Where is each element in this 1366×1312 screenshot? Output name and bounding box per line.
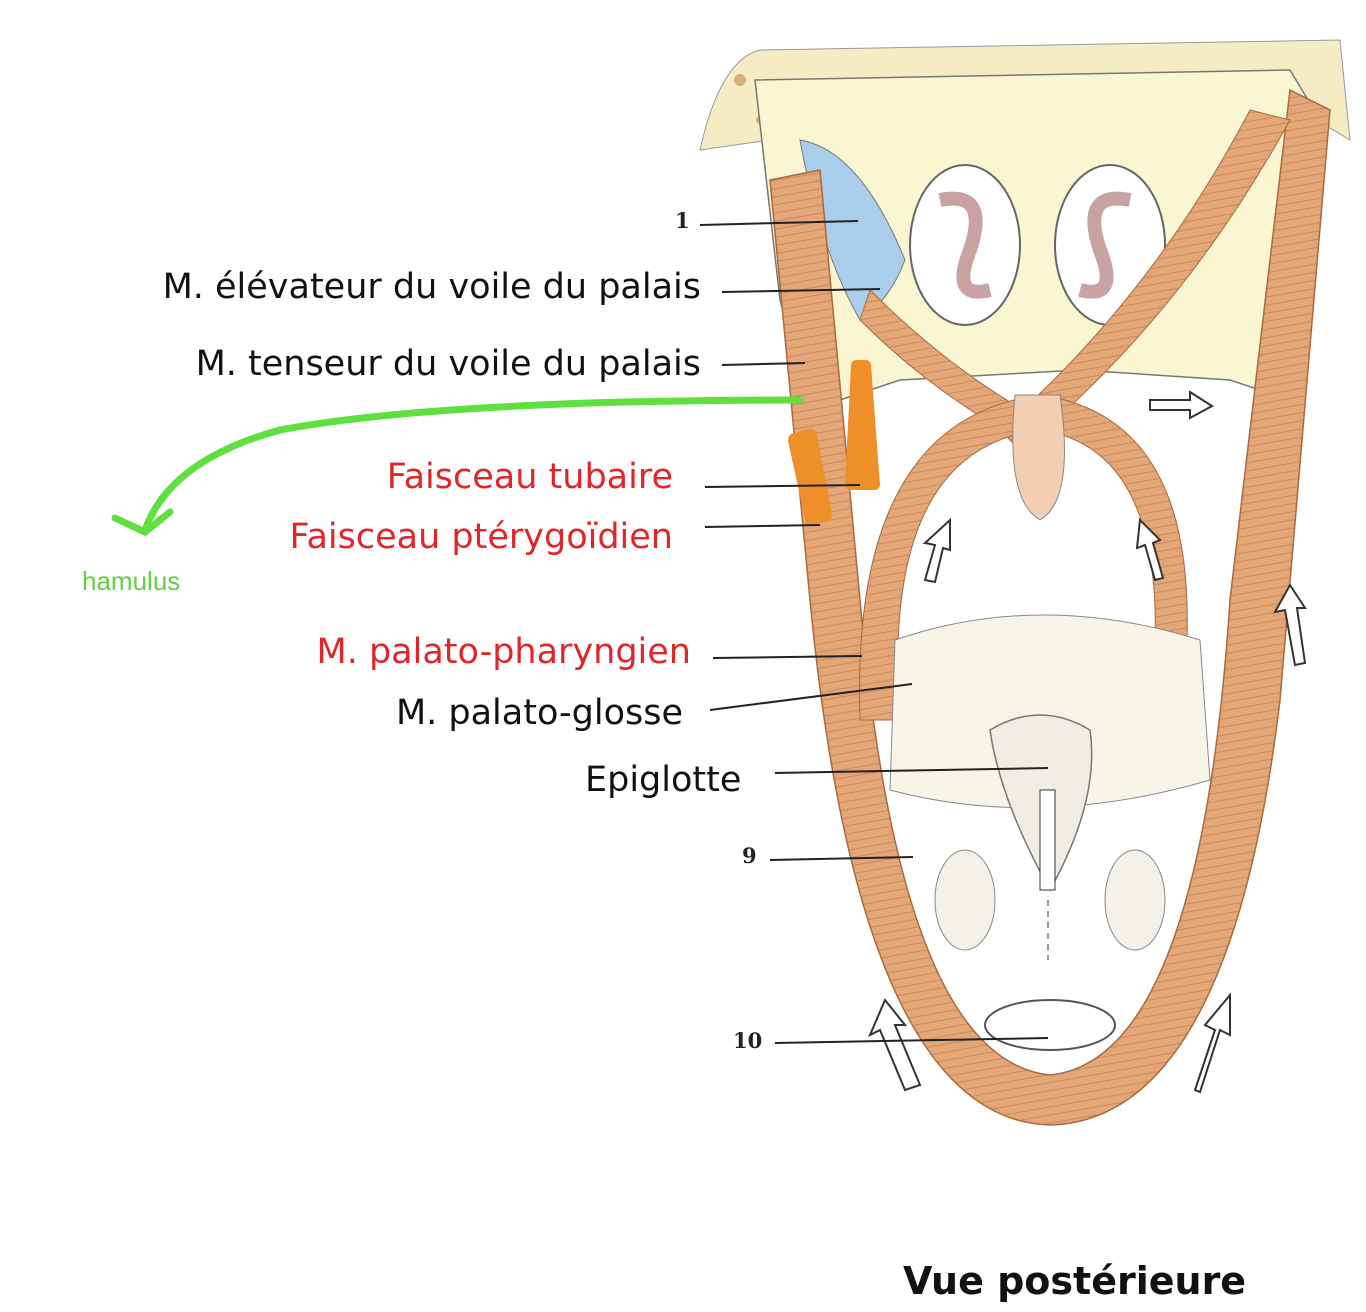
label-epiglotte: Epiglotte [585,760,742,800]
label-1: 1 [675,208,690,233]
uvula [1012,394,1065,521]
tubaire-annotation [845,360,880,490]
hamulus-arrow [141,396,804,534]
direction-arrows [868,390,1307,1094]
esophagus-opening [984,999,1116,1051]
tongue-base [889,614,1211,809]
pharyngeal-muscle-ring [769,88,1331,1126]
label-faisceau-pterygoidien: Faisceau ptérygoïdien [289,517,673,557]
label-hamulus: hamulus [82,566,181,596]
label-tensor-veli-palatini: M. tenseur du voile du palais [195,344,701,384]
leader-lines [699,220,1049,1044]
label-9: 9 [742,843,757,868]
view-caption: Vue postérieure [903,1259,1247,1303]
label-10: 10 [733,1028,763,1053]
pterygoidien-annotation [788,429,832,525]
label-palato-pharyngien: M. palato-pharyngien [316,632,692,672]
label-palato-glosse: M. palato-glosse [395,693,683,733]
label-faisceau-tubaire: Faisceau tubaire [386,457,673,497]
label-levator-veli-palatini: M. élévateur du voile du palais [162,267,701,307]
